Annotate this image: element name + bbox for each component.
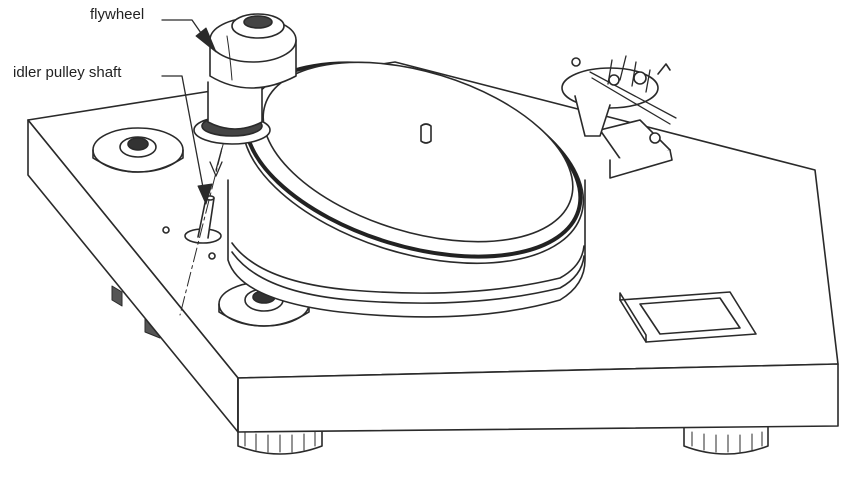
flywheel-leader — [161, 19, 217, 53]
platter-spindle — [420, 123, 432, 144]
display-panel — [619, 291, 757, 343]
platter — [227, 61, 586, 318]
flywheel-label: flywheel — [90, 6, 145, 23]
idler-axis-line — [179, 29, 253, 316]
drive-direction-arrow — [209, 147, 223, 177]
front-right-foot — [683, 424, 769, 455]
idler-shaft-leader — [161, 75, 213, 205]
idler-pulley-shaft — [162, 195, 222, 260]
rear-left-knob — [92, 127, 184, 173]
flywheel — [193, 13, 297, 145]
tonearm — [561, 55, 677, 179]
idler-pulley-shaft-label: idler pulley shaft — [13, 64, 122, 81]
